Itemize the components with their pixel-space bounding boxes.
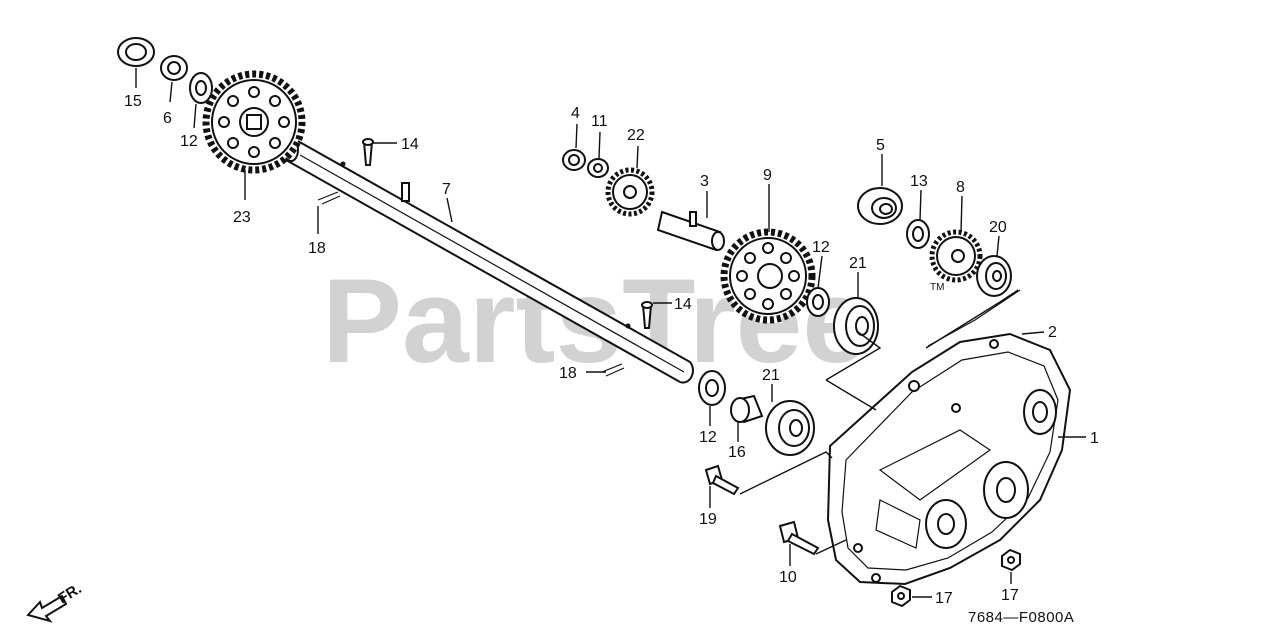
callout-3: 3 [700,173,709,190]
callout-7: 7 [442,181,451,198]
gear-22-part[interactable] [605,167,655,217]
clip-18-top-part[interactable] [317,191,341,205]
callout-1: 1 [1090,430,1099,447]
callout-12-bottom: 12 [699,429,717,446]
callout-17-right: 17 [1001,587,1019,604]
gear-23-part[interactable] [202,70,306,174]
washer-12-bottom-part[interactable] [698,370,726,406]
callout-labels: 1 2 3 4 5 6 7 8 9 10 11 12 12 12 13 14 1… [124,93,1099,607]
callout-15: 15 [124,93,142,110]
bearing-15-part[interactable] [117,37,155,67]
gear-case-housing-part[interactable] [826,332,1072,586]
collar-6-part[interactable] [160,55,188,81]
callout-16: 16 [728,444,746,461]
leader-lines [135,68,1086,598]
pin-14-top-part[interactable] [362,138,374,166]
gear-9-part[interactable] [720,228,816,324]
callout-18-bottom: 18 [559,365,577,382]
callout-13: 13 [910,173,928,190]
washer-12-top-part[interactable] [189,72,213,104]
front-direction-arrow-icon [26,594,68,623]
diagram-code: 7684—F0800A [968,609,1074,626]
callout-17-left: 17 [935,590,953,607]
callout-23: 23 [233,209,251,226]
callout-9: 9 [763,167,772,184]
pin-14-mid-part[interactable] [641,301,653,329]
nut-17-right-part[interactable] [1001,548,1021,572]
washer-13-part[interactable] [906,219,930,249]
callout-6: 6 [163,110,172,127]
washer-12-mid-part[interactable] [806,287,830,317]
callout-20: 20 [989,219,1007,236]
seal-5-part[interactable] [857,187,903,225]
callout-22: 22 [627,127,645,144]
clip-18-bottom-part[interactable] [601,363,625,377]
callout-11: 11 [591,113,608,130]
bearing-20-part[interactable] [976,255,1012,297]
nut-17-left-part[interactable] [891,584,911,608]
callout-18-top: 18 [308,240,326,257]
callout-8: 8 [956,179,965,196]
watermark-tm: TM [930,282,944,293]
callout-14-mid: 14 [674,296,692,313]
bearing-21-bottom-part[interactable] [765,400,815,456]
collar-16-part[interactable] [730,394,764,424]
callout-14-top: 14 [401,136,419,153]
callout-21-top: 21 [849,255,867,272]
callout-19: 19 [699,511,717,528]
callout-2: 2 [1048,324,1057,341]
bolt-10-part[interactable] [778,520,820,556]
callout-12-top: 12 [180,133,198,150]
callout-12-mid: 12 [812,239,830,256]
callout-10: 10 [779,569,797,586]
callout-21-bottom: 21 [762,367,780,384]
washer-11-part[interactable] [587,158,609,178]
bearing-21-top-part[interactable] [833,297,879,355]
bolt-19-part[interactable] [704,464,740,496]
shaft-3-part[interactable] [656,210,725,252]
collar-4-part[interactable] [562,149,586,171]
callout-4: 4 [571,105,580,122]
gear-8-part[interactable] [929,229,983,283]
callout-5: 5 [876,137,885,154]
